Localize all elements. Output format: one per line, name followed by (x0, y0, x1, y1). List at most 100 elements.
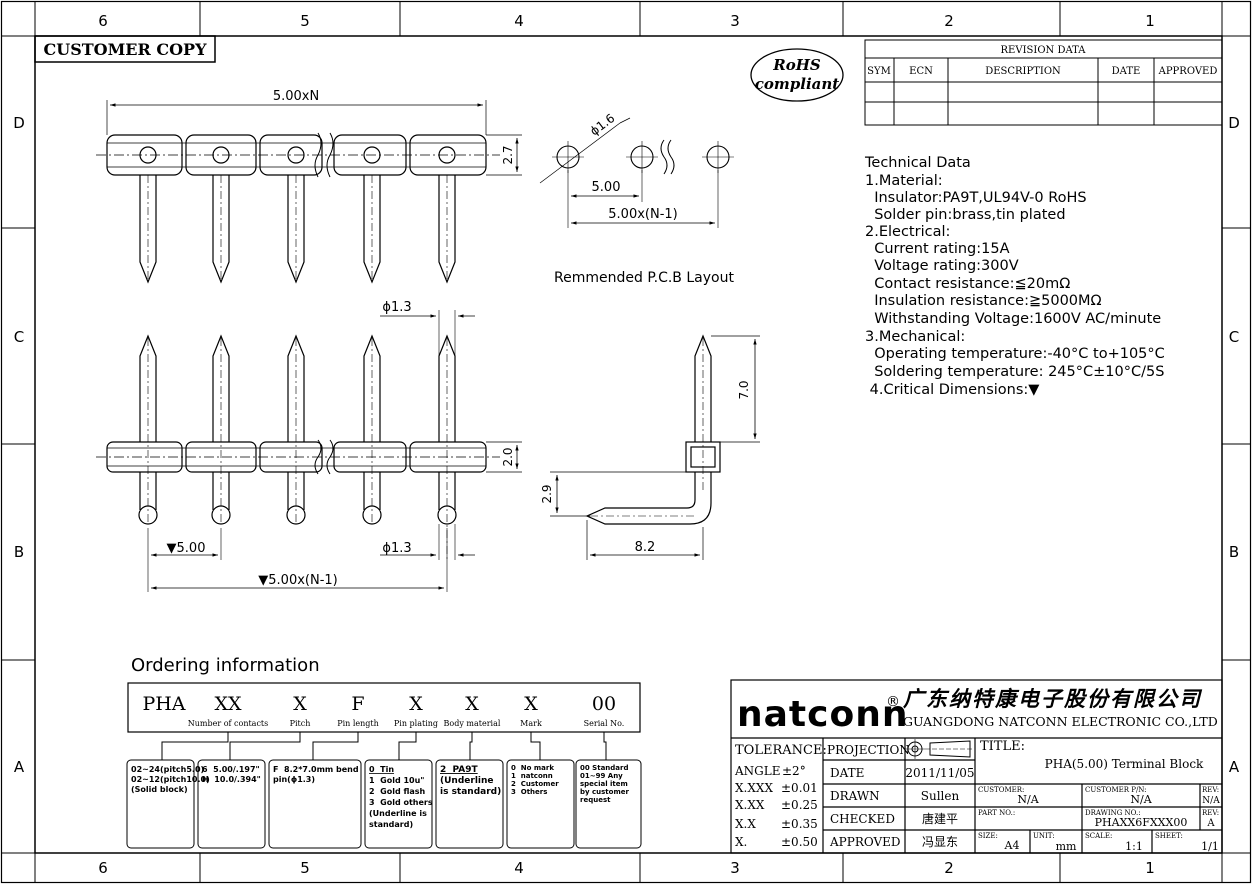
box-line: standard) (369, 820, 413, 829)
tolerance-key: X.X (735, 817, 756, 831)
col-label: 4 (514, 12, 524, 30)
order-code-label: Mark (520, 719, 542, 728)
tolerance-value: ±0.50 (781, 835, 818, 849)
tech-line: Soldering temperature: 245°C±10°C/5S (865, 364, 1164, 380)
top-view-drawing (96, 100, 522, 284)
customer-copy-label: CUSTOMER COPY (44, 40, 208, 59)
column-labels-top: 6 5 4 3 2 1 (98, 12, 1155, 30)
tech-line: Technical Data (864, 155, 971, 171)
order-code-label: Pin plating (394, 719, 438, 728)
box-line: 6 5.00/.197" (202, 765, 260, 774)
tolerance-key: X.XX (735, 798, 765, 812)
box-line: 01~99 Any (580, 772, 623, 780)
box-line: 02~24(pitch5.0) (131, 765, 204, 774)
order-code: X (409, 693, 423, 715)
box-line: 1 natconn (511, 772, 553, 780)
order-code-label: Body material (444, 719, 501, 728)
row-label: C (14, 328, 24, 346)
ordering-box-text: 02~24(pitch5.0) 02~12(pitch10.0) (Solid … (131, 764, 630, 829)
col-label: 2 (944, 859, 954, 877)
sheet-value: 1/1 (1201, 840, 1219, 853)
tech-line: Voltage rating:300V (865, 258, 1019, 274)
box-line: (Underline is (369, 809, 427, 818)
row-label: D (13, 114, 25, 132)
col-label: 6 (98, 12, 108, 30)
projection-symbol (905, 739, 974, 759)
ordering-title: Ordering information (131, 655, 320, 676)
box-line: 0 No mark (511, 764, 554, 772)
tolerance-value: ±2° (782, 764, 806, 778)
dim-label-phi16: ϕ1.6 (587, 111, 617, 138)
col-label: 4 (514, 859, 524, 877)
tech-line: Withstanding Voltage:1600V AC/minute (865, 311, 1161, 327)
sheet-label: SHEET: (1155, 832, 1183, 840)
box-line: (Underline (440, 776, 494, 786)
customer-value: N/A (1017, 793, 1039, 806)
revision-header: ECN (909, 66, 933, 77)
title-block-right: TITLE: PHA(5.00) Terminal Block CUSTOMER… (978, 739, 1220, 853)
title-block-labels: PROJECTION DATE 2011/11/05 DRAWN Sullen … (827, 743, 975, 849)
ordering-boxes (126, 759, 642, 849)
box-line: F 8.2*7.0mm bend (273, 765, 359, 774)
title-block-grid (730, 679, 1223, 854)
box-line: by customer (580, 788, 630, 796)
row-label: A (14, 758, 25, 776)
ordering-code-bar: PHA XX X F X X X 00 Number of contacts P… (127, 682, 641, 733)
dim-label-phi13-top: ϕ1.3 (382, 300, 411, 315)
front-view-drawing (96, 310, 522, 592)
box-line: 02~12(pitch10.0) (131, 775, 210, 784)
box-line: 3 Gold others (369, 798, 433, 807)
rev-label: REV: (1202, 809, 1219, 817)
pcb-layout-caption: Remmended P.C.B Layout (554, 270, 734, 286)
title-label: TITLE: (980, 739, 1025, 754)
checked-value: 唐建平 (922, 811, 958, 826)
col-label: 5 (300, 859, 310, 877)
drawn-label: DRAWN (830, 789, 880, 803)
column-labels-bottom: 6 5 4 3 2 1 (98, 859, 1155, 877)
revision-header: DATE (1112, 66, 1141, 77)
col-label: 2 (944, 12, 954, 30)
drawn-value: Sullen (921, 789, 960, 803)
tolerance-key: ANGLE (734, 764, 780, 778)
drawing-no-label: DRAWING NO.: (1085, 809, 1141, 817)
tech-line: Current rating:15A (865, 241, 1010, 257)
box-line: (Solid block) (131, 785, 188, 794)
box-line: pin(ϕ1.3) (273, 775, 315, 784)
tolerance-value: ±0.25 (781, 798, 818, 812)
ordering-leaders (161, 732, 607, 760)
rohs-line2: compliant (755, 75, 840, 93)
order-code: X (465, 693, 479, 715)
revision-table (864, 39, 1223, 126)
tolerance-key: X.XXX (735, 781, 773, 795)
company-header: natconn ® 广东纳特康电子股份有限公司 GUANGDONG NATCON… (737, 686, 1218, 735)
dim-label-5-b: ▼5.00 (167, 541, 206, 556)
top-pins (139, 175, 456, 284)
tech-line: Insulation resistance:≧5000MΩ (865, 293, 1102, 309)
customer-pn-value: N/A (1130, 793, 1152, 806)
projection-label: PROJECTION (827, 743, 910, 757)
dim-label-2-0: 2.0 (501, 447, 515, 466)
rev-value: A (1206, 818, 1215, 829)
title-value: PHA(5.00) Terminal Block (1045, 757, 1204, 771)
col-label: 6 (98, 859, 108, 877)
row-labels: D C B A D C B A (13, 114, 1240, 776)
box-line: request (580, 796, 611, 804)
size-value: A4 (1004, 839, 1020, 852)
revision-header: SYM (867, 66, 891, 77)
unit-value: mm (1056, 840, 1077, 853)
tech-line: 3.Mechanical: (865, 329, 965, 345)
size-label: SIZE: (978, 832, 998, 840)
order-code-label: Pin length (337, 719, 379, 728)
box-line: 2 Gold flash (369, 787, 426, 796)
dim-label-phi13-bottom: ϕ1.3 (382, 541, 411, 556)
order-code: F (351, 693, 364, 715)
dim-label-8-2: 8.2 (635, 540, 656, 555)
tolerance-block: TOLERANCE: ANGLE ±2° X.XXX ±0.01 X.XX ±0… (734, 743, 827, 849)
rohs-badge: RoHS compliant (750, 48, 844, 102)
dim-label-2-7: 2.7 (501, 145, 515, 164)
box-line: is standard) (440, 787, 501, 797)
side-view-drawing (550, 334, 760, 560)
date-value: 2011/11/05 (905, 766, 974, 780)
